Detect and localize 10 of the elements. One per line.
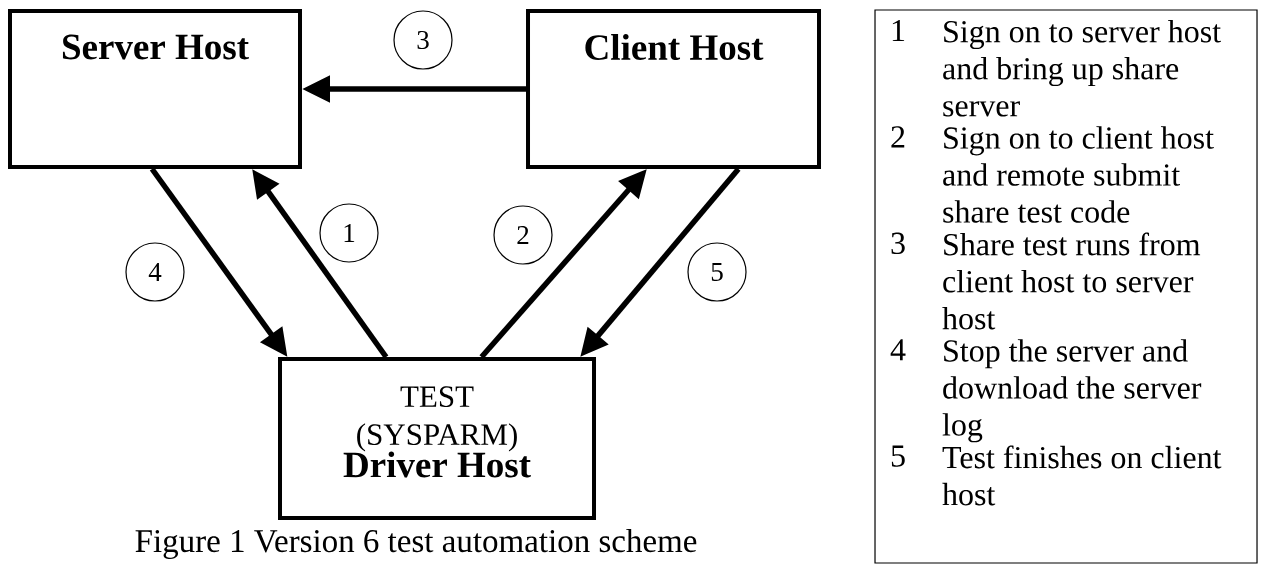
- host-box: Server Host: [8, 9, 302, 169]
- callout-number: 3: [393, 10, 453, 70]
- legend-box: 1 Sign on to server host and bring up share server 2 Sign on to client host and remote submit share test code 3 Share test runs from client host to server host 4 Stop the server and download the server log 5 Test finishes on client host: [874, 9, 1258, 564]
- callout-number: 4: [125, 242, 185, 302]
- host-box: TEST (SYSPARM) Driver Host: [278, 357, 596, 520]
- host-box: Client Host: [526, 9, 821, 169]
- callout-number: 2: [493, 205, 553, 265]
- callout-number: 1: [319, 203, 379, 263]
- callout-number: 5: [687, 242, 747, 302]
- caption: Figure 1 Version 6 test automation scheme: [135, 529, 697, 559]
